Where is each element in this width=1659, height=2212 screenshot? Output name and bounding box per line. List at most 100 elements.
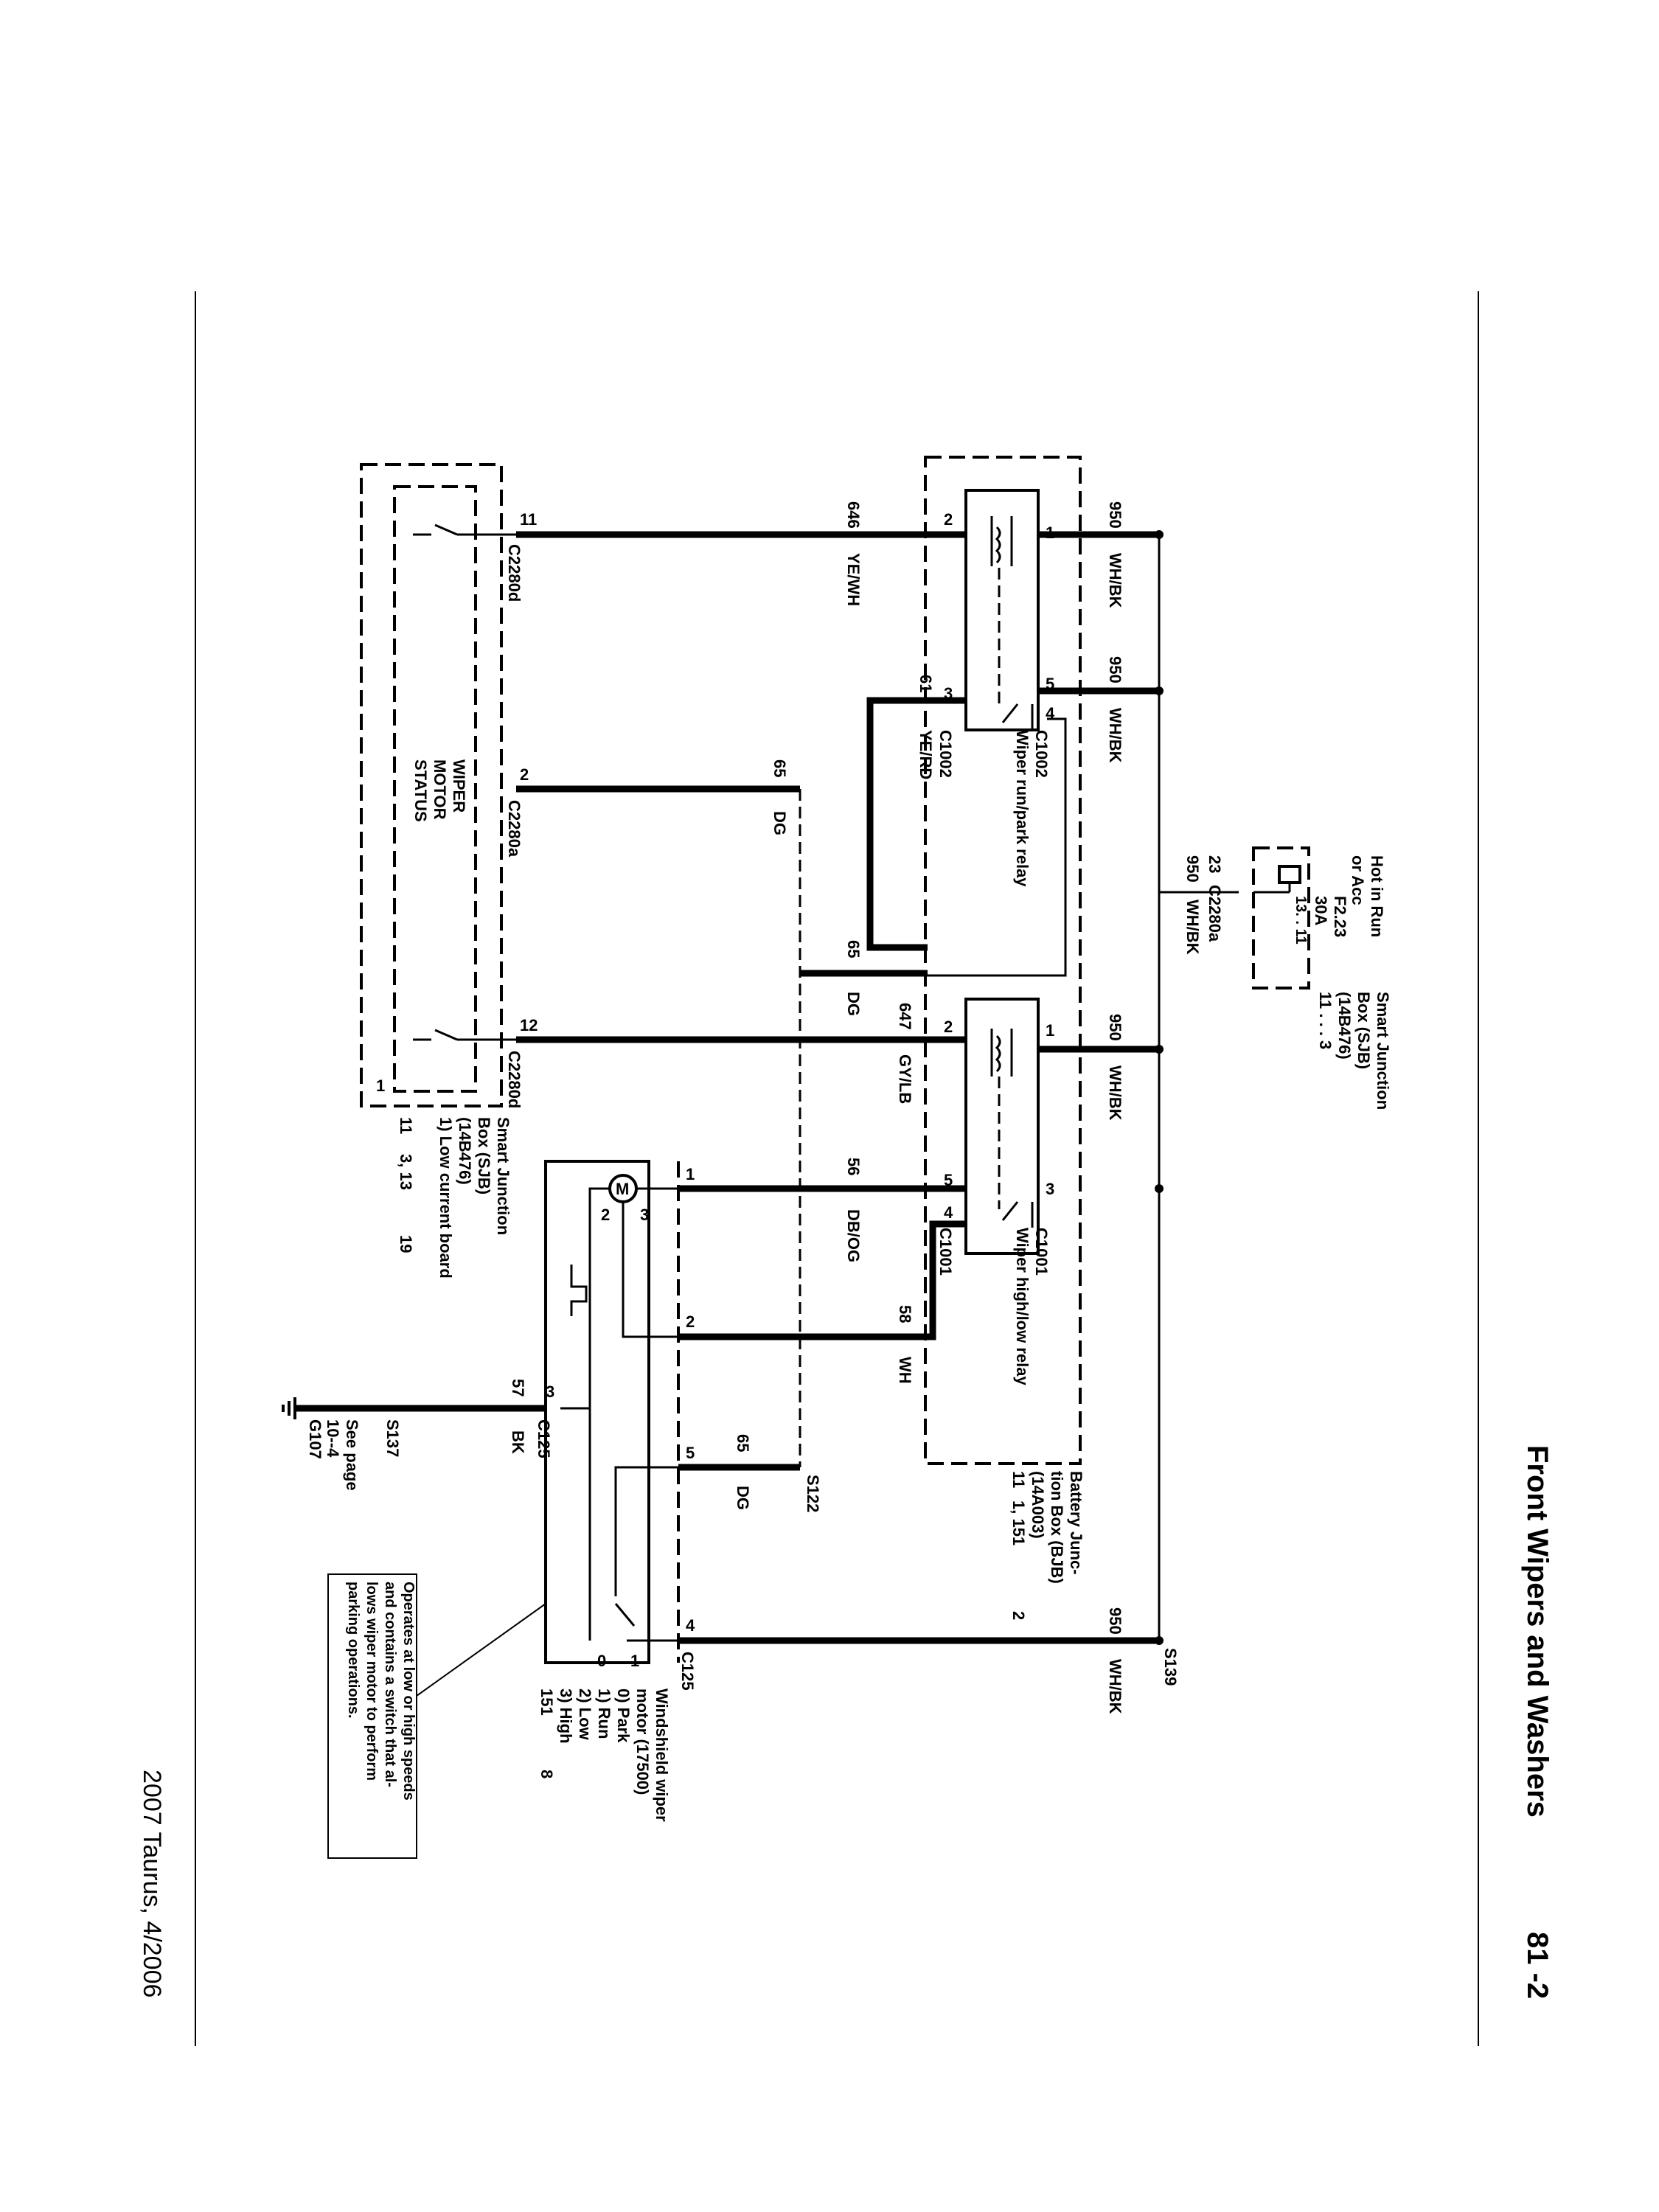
w647-no: 647 bbox=[896, 1003, 914, 1030]
motor-mode-1: 1) Run bbox=[595, 1688, 613, 1739]
note-line-2: and contains a switch that al- bbox=[382, 1582, 398, 1787]
sjb-top-title-2: Box (SJB) bbox=[1354, 992, 1373, 1069]
w950c-color: WH/BK bbox=[1106, 1065, 1124, 1121]
sjb-bottom-ref-1: 11 bbox=[397, 1117, 415, 1134]
fuse-id: F2.23 bbox=[1331, 896, 1349, 937]
w646-color: YE/WH bbox=[844, 553, 863, 606]
w58-no: 58 bbox=[896, 1305, 914, 1323]
relay-hilo-connector: C1001 bbox=[1032, 1228, 1051, 1276]
fuse-amps: 30A bbox=[1312, 896, 1330, 925]
relay-link-wire bbox=[928, 717, 1067, 977]
bjb-ref-1: 11 bbox=[1009, 1471, 1028, 1488]
w57-color: BK bbox=[509, 1430, 527, 1454]
note-arrow bbox=[416, 1603, 546, 1697]
sjb-pin-12: 12 bbox=[520, 1016, 538, 1034]
splice-s137: S137 bbox=[383, 1419, 402, 1457]
motor-pin-2: 2 bbox=[601, 1206, 610, 1224]
ground-see-2: 10--4 bbox=[324, 1419, 342, 1458]
motor-title-1: Windshield wiper bbox=[653, 1688, 671, 1822]
motor-ref-1: 151 bbox=[538, 1688, 556, 1716]
motor-pin-3: 3 bbox=[640, 1206, 649, 1224]
relay-hilo-pin-4: 4 bbox=[944, 1203, 953, 1222]
sjb-bottom-ref-3: 19 bbox=[397, 1235, 415, 1253]
motor-title-2: motor (17500) bbox=[633, 1688, 652, 1795]
wire-61 bbox=[866, 697, 966, 951]
sjb-top-hot-1: Hot in Run bbox=[1368, 855, 1386, 937]
motor-m-label: M bbox=[616, 1180, 629, 1198]
sjb-top-wire-color: WH/BK bbox=[1183, 900, 1202, 955]
note-line-3: lows wiper motor to perform bbox=[364, 1582, 380, 1781]
relay-run-coil-mark bbox=[995, 526, 1001, 564]
bjb-box bbox=[924, 456, 1082, 1465]
ground-icon bbox=[282, 1397, 296, 1419]
wire-58 bbox=[678, 1220, 966, 1340]
motor-lead-2 bbox=[622, 1202, 678, 1338]
note-box bbox=[327, 1573, 417, 1859]
sjb-bottom-title-1: Smart Junction bbox=[494, 1117, 512, 1235]
relay-hilo-pin-3: 3 bbox=[1046, 1180, 1054, 1198]
sjb-top-wire-no: 950 bbox=[1183, 855, 1202, 883]
c125-pin-5: 5 bbox=[686, 1444, 695, 1462]
bjb-title-2: tion Box (BJB) bbox=[1048, 1471, 1066, 1584]
page-title: Front Wipers and Washers bbox=[1521, 1445, 1554, 1818]
sjb-bottom-box bbox=[360, 463, 503, 1107]
relay-hilo-pin-2: 2 bbox=[944, 1018, 953, 1036]
page-number: 81 -2 bbox=[1521, 1932, 1554, 1999]
bjb-title-1: Battery Junc- bbox=[1067, 1471, 1085, 1575]
sjb-bottom-ref-2: 3, 13 bbox=[397, 1154, 415, 1190]
motor-mode-2: 2) Low bbox=[576, 1688, 594, 1741]
relay-run-pin-2: 2 bbox=[944, 510, 953, 529]
bjb-ref-3: 2 bbox=[1009, 1611, 1028, 1620]
relay-hilo-pin-5: 5 bbox=[944, 1171, 953, 1189]
sjb-top-connector: C2280a bbox=[1206, 885, 1224, 942]
sjb-top-hot-2: or Acc bbox=[1349, 855, 1367, 905]
motor-mode-3: 3) High bbox=[557, 1688, 575, 1744]
sjb-pin-11: 11 bbox=[520, 510, 537, 529]
sjb-pin-1: 1 bbox=[376, 1077, 385, 1095]
motor-lead-3 bbox=[588, 1187, 610, 1641]
note-line-1: Operates at low or high speeds bbox=[400, 1582, 417, 1801]
w950b-color: WH/BK bbox=[1106, 708, 1124, 763]
relay-hilo-coil-mark bbox=[995, 1034, 1001, 1073]
bjb-ref-2: 1, 151 bbox=[1009, 1500, 1028, 1545]
ground-id: G107 bbox=[306, 1419, 324, 1459]
w58-color: WH bbox=[896, 1357, 914, 1384]
w61-no: 61 bbox=[917, 675, 935, 692]
w950d-no: 950 bbox=[1106, 1607, 1124, 1635]
status-1: WIPER bbox=[450, 759, 468, 813]
w647-color: GY/LB bbox=[896, 1054, 914, 1104]
ground-see-1: See page bbox=[343, 1419, 361, 1491]
w950c-no: 950 bbox=[1106, 1014, 1124, 1041]
w65c-color: DG bbox=[734, 1486, 752, 1510]
switch-pos-1: 1 bbox=[630, 1652, 639, 1670]
w61-color: YE/RD bbox=[917, 730, 935, 779]
w65a-no: 65 bbox=[771, 759, 789, 777]
fuse-f223 bbox=[1278, 865, 1301, 884]
w950a-no: 950 bbox=[1106, 501, 1124, 529]
w950b-no: 950 bbox=[1106, 656, 1124, 684]
sjb-top-title-1: Smart Junction bbox=[1374, 992, 1392, 1110]
relay-hilo-connector-2: C1001 bbox=[936, 1228, 955, 1276]
motor-c125-pin3-connector: C125 bbox=[535, 1419, 553, 1458]
splice-s139: S139 bbox=[1161, 1648, 1180, 1686]
c125-pin-3: 3 bbox=[546, 1382, 554, 1401]
relay-run-coil bbox=[990, 516, 1013, 566]
bjb-title-3: (14A003) bbox=[1029, 1471, 1047, 1539]
switch-pos-0: 0 bbox=[597, 1652, 606, 1670]
w57-no: 57 bbox=[509, 1379, 527, 1397]
motor-park-switch bbox=[614, 1466, 678, 1642]
sjb-switch-11 bbox=[413, 524, 516, 536]
w56-no: 56 bbox=[844, 1158, 863, 1175]
footer-text: 2007 Taurus, 4/2006 bbox=[138, 1770, 166, 1997]
sjb-bottom-inner bbox=[393, 485, 477, 1093]
relay-hilo-contact bbox=[1001, 1201, 1034, 1228]
c125-pin-4: 4 bbox=[686, 1616, 695, 1635]
w950d-color: WH/BK bbox=[1106, 1659, 1124, 1714]
w65a-color: DG bbox=[771, 811, 789, 835]
sjb-c2: C2280a bbox=[505, 800, 524, 858]
w65b-no: 65 bbox=[844, 940, 863, 958]
relay-hilo-pin-1: 1 bbox=[1046, 1021, 1054, 1040]
sjb-c12: C2280d bbox=[505, 1051, 524, 1108]
